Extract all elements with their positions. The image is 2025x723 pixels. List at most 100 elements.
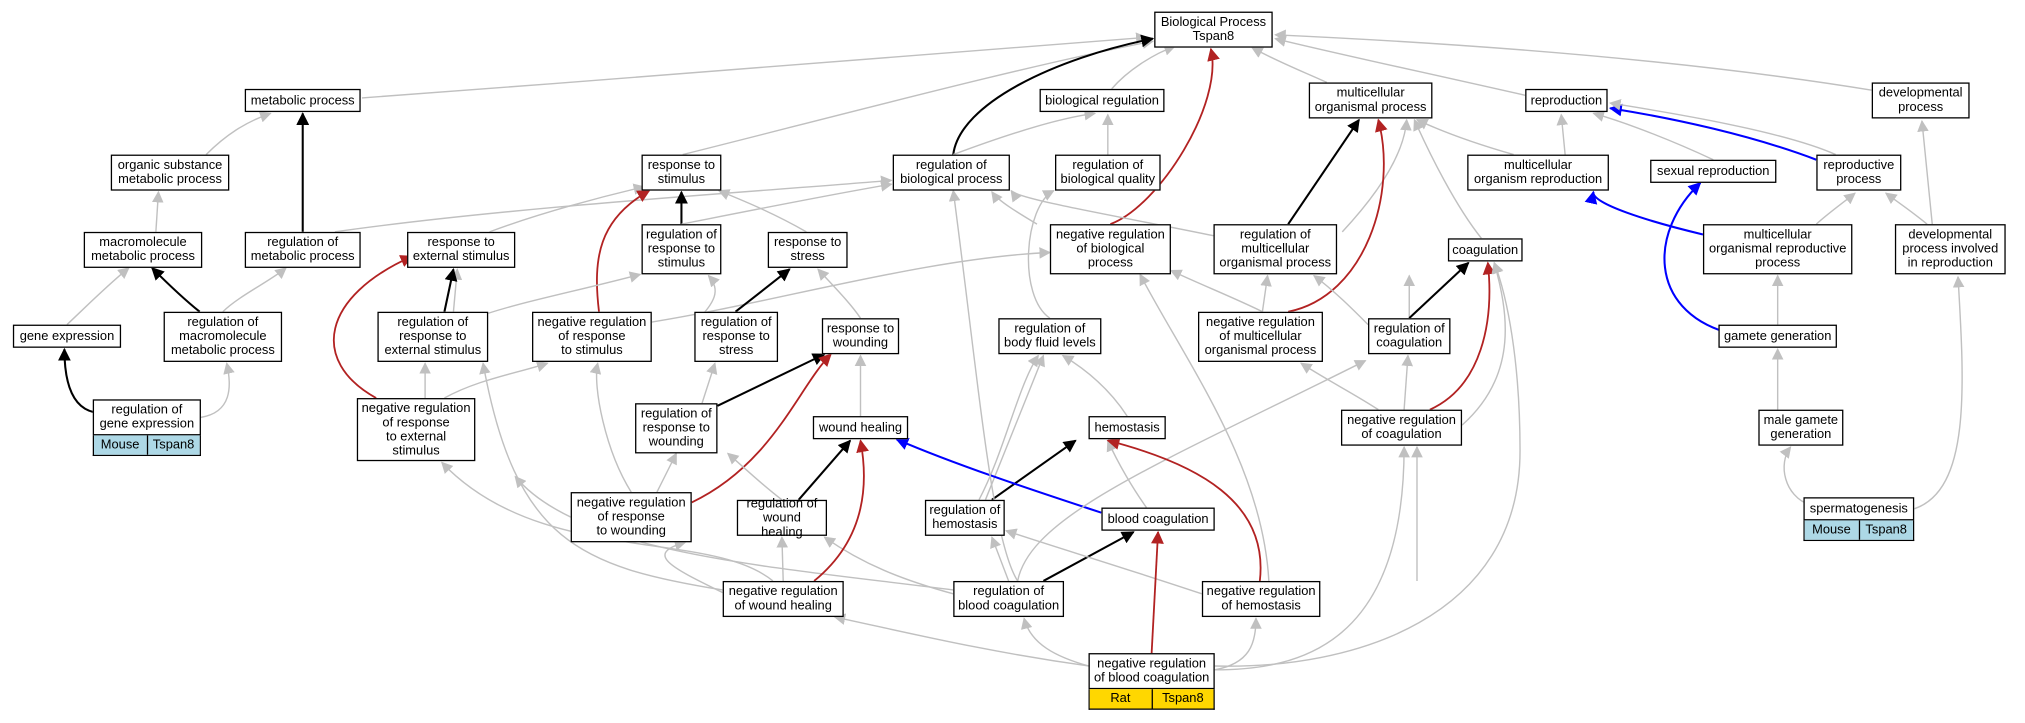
tag-gene: Tspan8 [1858, 520, 1913, 540]
node-hemostasis[interactable]: hemostasis [1088, 416, 1166, 440]
edge-0 [361, 32, 1148, 99]
edge-29 [57, 347, 95, 414]
edge-82 [1004, 528, 1203, 595]
node-regulation-of-gene-expression[interactable]: regulation of gene expression [92, 399, 201, 436]
tag-species: Mouse [94, 435, 147, 455]
edge-46 [596, 189, 651, 312]
node-response-to-wounding[interactable]: response to wounding [821, 318, 900, 355]
node-negative-regulation-of-coagulation[interactable]: negative regulation of coagulation [1340, 409, 1463, 446]
edge-72 [726, 452, 783, 501]
edge-17 [1884, 192, 1928, 225]
node-regulation-of-metabolic-process[interactable]: regulation of metabolic process [244, 231, 361, 268]
edge-59 [444, 360, 549, 399]
tag-gene: Tspan8 [1150, 689, 1214, 709]
node-organic-substance-metabolic-process[interactable]: organic substance metabolic process [110, 154, 230, 191]
edge-41 [1287, 118, 1360, 225]
edge-96 [1214, 617, 1262, 671]
edge-52 [1027, 190, 1055, 319]
edge-90 [479, 362, 723, 591]
edge-6 [952, 34, 1155, 155]
edge-94 [1021, 617, 1089, 667]
edge-70 [691, 353, 832, 504]
node-regulation-of-response-to-wounding[interactable]: regulation of response to wounding [635, 403, 718, 454]
node-developmental-process[interactable]: developmental process [1871, 82, 1970, 119]
edge-43 [450, 268, 463, 312]
node-regulation-of-wound-healing[interactable]: regulation of wound healing [736, 497, 828, 539]
edge-10 [1556, 113, 1569, 155]
node-negative-regulation-of-response-to-wounding[interactable]: negative regulation of response to wound… [570, 492, 692, 543]
edge-68 [589, 362, 632, 493]
node-reproduction[interactable]: reproduction [1525, 88, 1608, 113]
edge-12 [1592, 110, 1714, 161]
edge-30 [151, 267, 201, 313]
node-macromolecule-metabolic-process[interactable]: macromolecule metabolic process [83, 231, 203, 268]
edge-66 [1300, 362, 1379, 411]
tag-row-spermatogenesis: Mouse Tspan8 [1803, 520, 1915, 542]
edge-88 [776, 536, 789, 581]
node-negative-regulation-of-multicellular-organismal-process[interactable]: negative regulation of multicellular org… [1197, 311, 1323, 362]
edge-39 [1010, 189, 1214, 237]
edge-51 [817, 268, 862, 319]
edge-79 [990, 536, 1010, 582]
edge-7 [1110, 47, 1220, 225]
edge-73 [984, 354, 1045, 501]
edge-78 [948, 189, 1019, 582]
node-response-to-stimulus[interactable]: response to stimulus [641, 154, 722, 191]
edge-50 [734, 268, 791, 313]
node-regulation-of-biological-quality[interactable]: regulation of biological quality [1055, 154, 1161, 191]
node-multicellular-organismal-process[interactable]: multicellular organismal process [1308, 82, 1433, 119]
edge-20 [1584, 190, 1704, 236]
edge-14 [1609, 99, 1836, 156]
node-regulation-of-hemostasis[interactable]: regulation of hemostasis [924, 499, 1005, 536]
node-coagulation[interactable]: coagulation [1447, 238, 1523, 262]
node-biological-process[interactable]: Biological Process Tspan8 [1154, 11, 1273, 48]
node-gene-expression[interactable]: gene expression [12, 324, 122, 348]
node-regulation-of-biological-process[interactable]: regulation of biological process [892, 154, 1010, 191]
node-regulation-of-response-to-external-stimulus[interactable]: regulation of response to external stimu… [377, 311, 489, 362]
node-regulation-of-coagulation[interactable]: regulation of coagulation [1368, 318, 1451, 355]
node-regulation-of-response-to-stress[interactable]: regulation of response to stress [694, 311, 779, 362]
edge-23 [1779, 446, 1811, 506]
node-negative-regulation-of-response-to-external-stimulus[interactable]: negative regulation of response to exter… [356, 398, 476, 462]
node-metabolic-process[interactable]: metabolic process [244, 88, 361, 113]
edge-36 [717, 189, 807, 233]
edge-60 [701, 362, 718, 404]
node-wound-healing[interactable]: wound healing [812, 416, 909, 440]
edge-65 [1461, 261, 1506, 426]
node-biological-regulation[interactable]: biological regulation [1039, 88, 1165, 113]
node-sexual-reproduction[interactable]: sexual reproduction [1650, 159, 1777, 183]
node-response-to-stress[interactable]: response to stress [767, 231, 848, 268]
node-negative-regulation-of-blood-coagulation[interactable]: negative regulation of blood coagulation [1088, 653, 1215, 690]
node-negative-regulation-of-hemostasis[interactable]: negative regulation of hemostasis [1201, 580, 1321, 618]
node-multicellular-organism-reproduction[interactable]: multicellular organism reproduction [1467, 154, 1609, 191]
node-blood-coagulation[interactable]: blood coagulation [1101, 507, 1215, 531]
edge-15 [1413, 118, 1482, 239]
edge-2 [1251, 47, 1328, 84]
node-multicellular-organismal-reproductive-process[interactable]: multicellular organismal reproductive pr… [1702, 224, 1853, 275]
node-negative-regulation-of-wound-healing[interactable]: negative regulation of wound healing [722, 580, 844, 618]
node-negative-regulation-of-biological-process[interactable]: negative regulation of biological proces… [1049, 224, 1171, 275]
edge-32 [200, 362, 235, 419]
edge-84 [1139, 273, 1270, 582]
edge-91 [813, 439, 869, 582]
node-regulation-of-multicellular-organismal-process[interactable]: regulation of multicellular organismal p… [1213, 224, 1338, 275]
node-response-to-external-stimulus[interactable]: response to external stimulus [407, 231, 516, 268]
node-negative-regulation-of-response-to-stimulus[interactable]: negative regulation of response to stimu… [532, 311, 652, 362]
node-regulation-of-blood-coagulation[interactable]: regulation of blood coagulation [953, 580, 1065, 618]
edge-26 [151, 190, 164, 232]
edge-98 [1214, 261, 1521, 667]
node-regulation-of-macromolecule-metabolic-process[interactable]: regulation of macromolecule metabolic pr… [163, 311, 283, 362]
edge-28 [66, 267, 130, 326]
node-regulation-of-body-fluid-levels[interactable]: regulation of body fluid levels [998, 318, 1102, 355]
node-gamete-generation[interactable]: gamete generation [1718, 324, 1837, 348]
node-male-gamete-generation[interactable]: male gamete generation [1758, 409, 1844, 446]
node-spermatogenesis[interactable]: spermatogenesis [1803, 497, 1915, 521]
node-regulation-of-response-to-stimulus[interactable]: regulation of response to stimulus [641, 224, 722, 275]
edge-57 [1408, 261, 1470, 319]
edge-69 [656, 452, 677, 493]
node-reproductive-process[interactable]: reproductive process [1816, 154, 1902, 191]
edge-64 [1429, 261, 1496, 411]
edge-71 [797, 439, 852, 501]
node-developmental-process-involved-in-reproduction[interactable]: developmental process involved in reprod… [1894, 224, 2006, 275]
